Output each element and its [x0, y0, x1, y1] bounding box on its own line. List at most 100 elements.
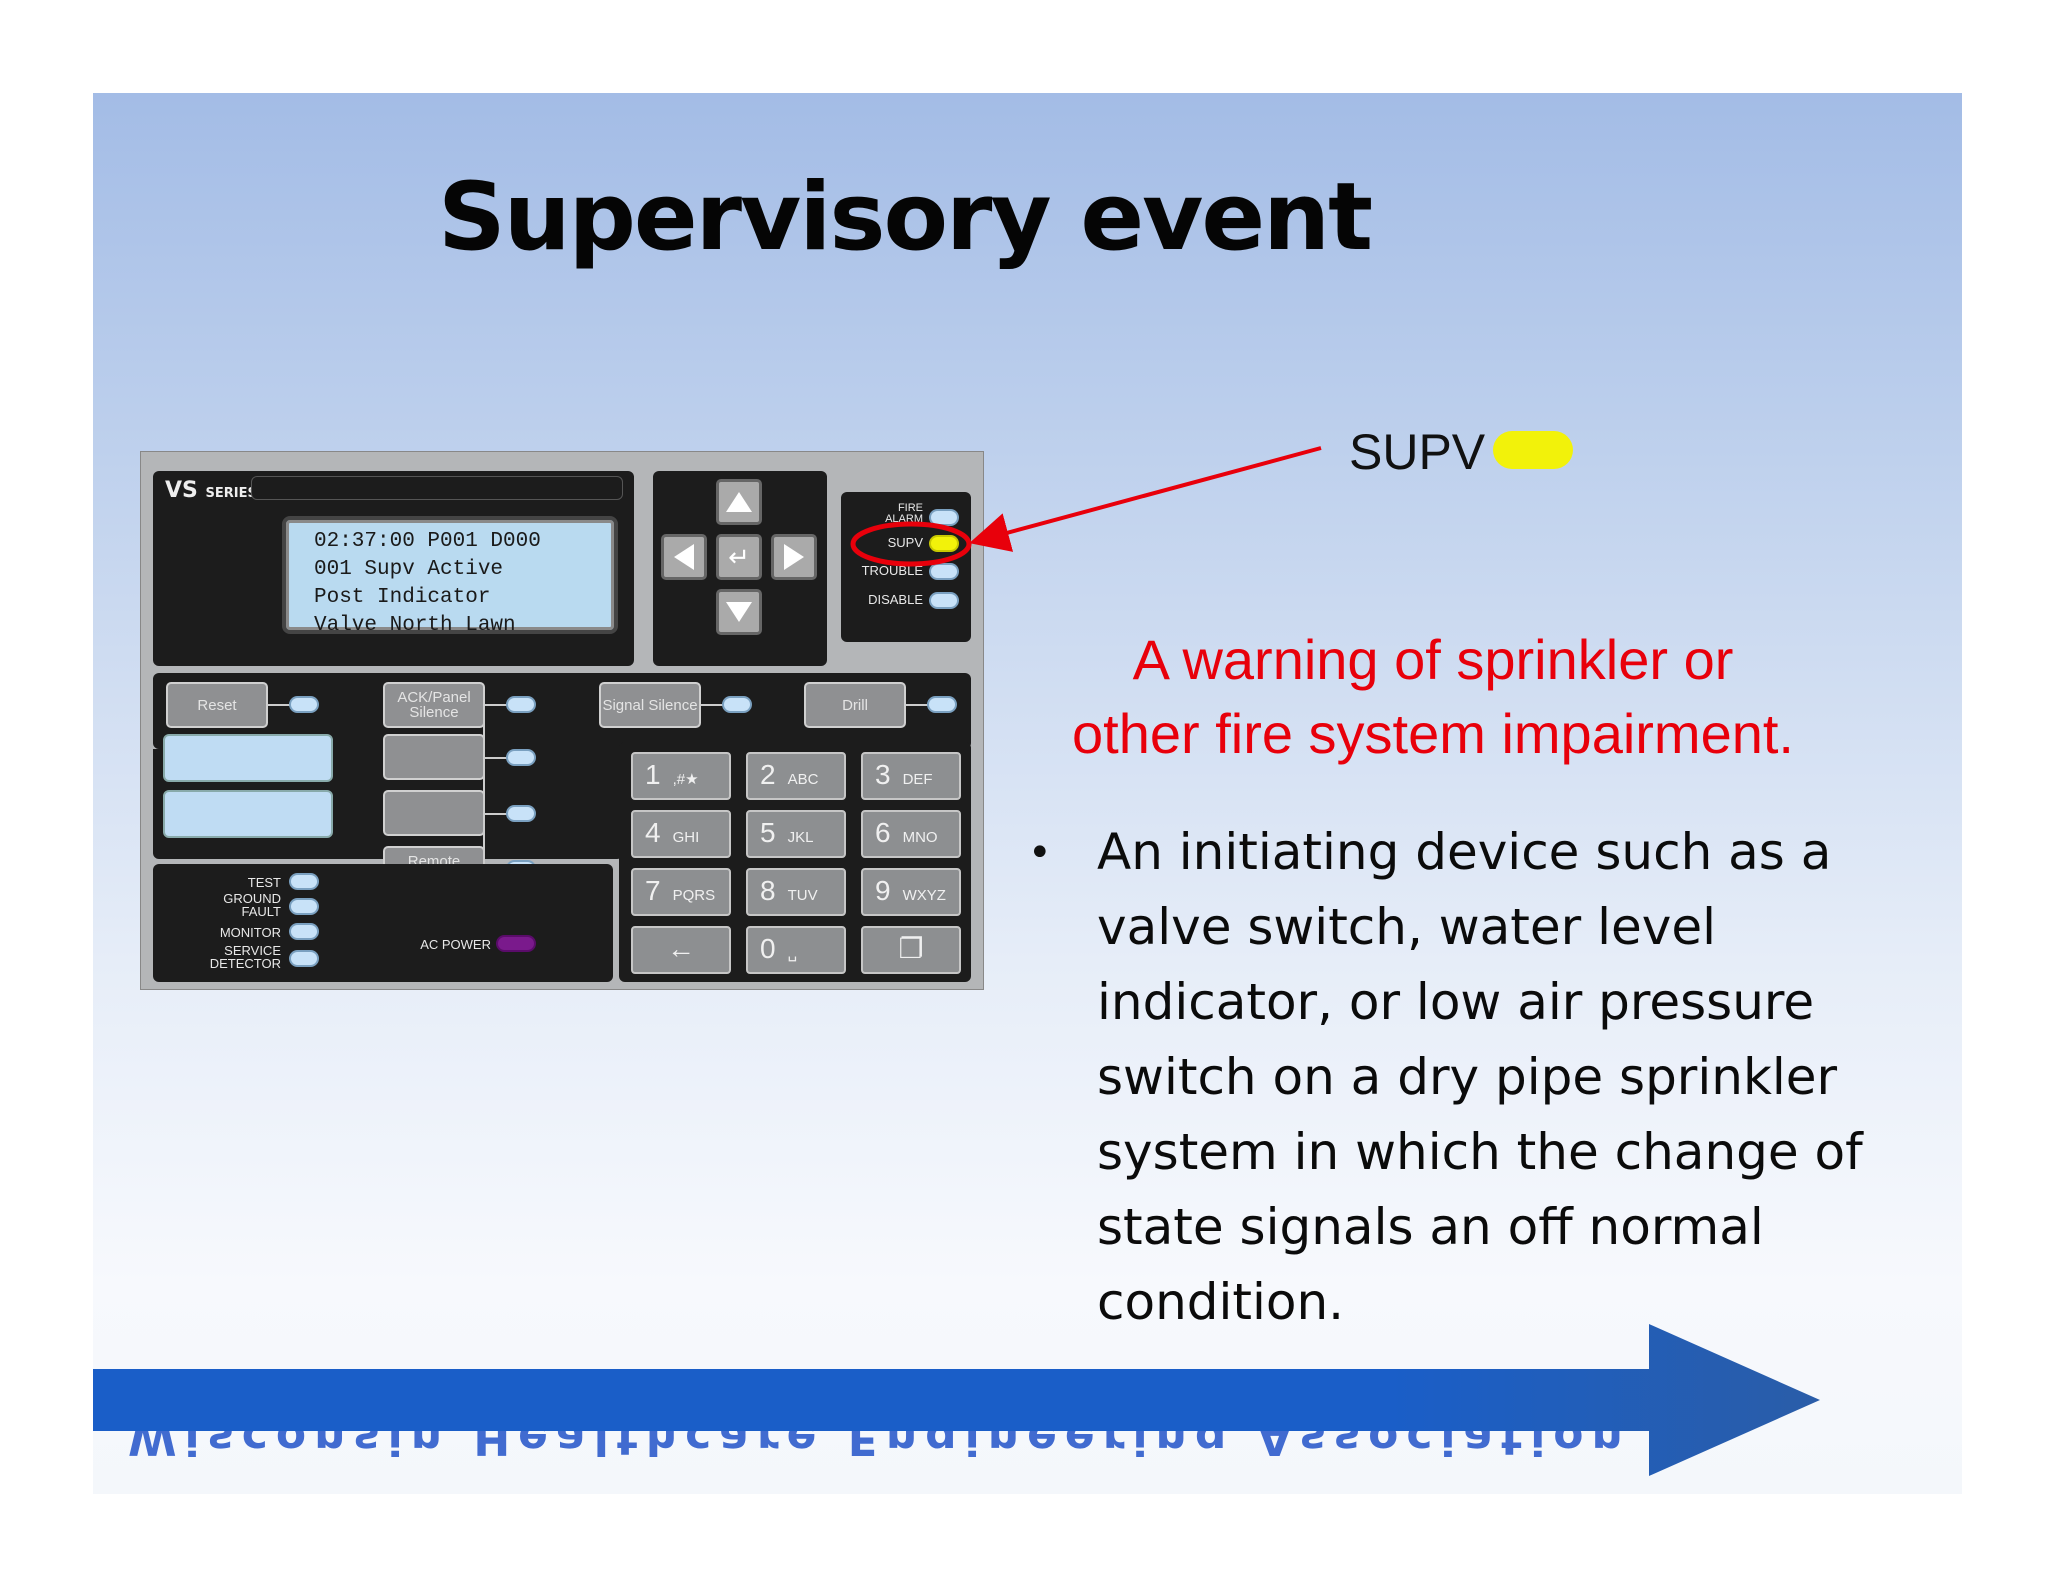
- label-window: [163, 790, 333, 838]
- panel-brand: VS SERIES: [165, 478, 257, 503]
- fire-alarm-led: [929, 509, 959, 526]
- lcd-line: 02:37:00 P001 D000: [314, 530, 541, 553]
- ground-fault-label: GROUND FAULT: [223, 891, 281, 919]
- key-digit: 4: [645, 817, 661, 848]
- monitor-label: MONITOR: [219, 925, 281, 940]
- connector: [268, 704, 290, 706]
- slide-title: Supervisory event: [438, 163, 1373, 272]
- keypad-key-8[interactable]: 8 TUV: [746, 868, 846, 916]
- key-digit: 0: [760, 933, 776, 964]
- supv-label: SUPV: [887, 535, 923, 550]
- signal-silence-led: [722, 696, 752, 713]
- label-window: [163, 734, 333, 782]
- programmable-led: [506, 749, 536, 766]
- key-digit: 9: [875, 875, 891, 906]
- ac-power-label: AC POWER: [420, 937, 491, 952]
- connector: [483, 706, 485, 870]
- warning-line: A warning of sprinkler or: [1132, 628, 1734, 691]
- key-digit: 1: [645, 759, 661, 790]
- fire-alarm-panel: VS SERIES 02:37:00 P001 D000 001 Supv Ac…: [140, 451, 984, 990]
- reset-button[interactable]: Reset: [166, 682, 268, 728]
- keypad-key-6[interactable]: 6 MNO: [861, 810, 961, 858]
- key-letters: TUV: [787, 887, 818, 904]
- warning-line: other fire system impairment.: [1072, 702, 1794, 765]
- enter-icon: ↵: [728, 542, 750, 572]
- keypad-menu-key[interactable]: ❐: [861, 926, 961, 974]
- signal-silence-button[interactable]: Signal Silence: [599, 682, 701, 728]
- keypad-key-5[interactable]: 5 JKL: [746, 810, 846, 858]
- keypad-key-1[interactable]: 1 ,#★: [631, 752, 731, 800]
- test-led: [289, 873, 319, 890]
- left-arrow-button[interactable]: [661, 534, 707, 580]
- windows-icon: ❐: [898, 933, 924, 964]
- key-letters: ,#★: [672, 771, 699, 788]
- keypad-key-2[interactable]: 2 ABC: [746, 752, 846, 800]
- drill-led: [927, 696, 957, 713]
- up-arrow-button[interactable]: [716, 479, 762, 525]
- key-digit: 6: [875, 817, 891, 848]
- status-area: [153, 864, 613, 982]
- key-letters: GHI: [672, 829, 700, 846]
- connector: [485, 704, 507, 706]
- enter-button[interactable]: ↵: [716, 534, 762, 580]
- programmable-led: [506, 805, 536, 822]
- key-letters: ABC: [787, 771, 819, 788]
- down-arrow-button[interactable]: [716, 589, 762, 635]
- connector: [485, 757, 507, 759]
- warning-text: A warning of sprinkler or other fire sys…: [1053, 623, 1813, 771]
- key-digit: 7: [645, 875, 661, 906]
- connector: [485, 813, 507, 815]
- lcd-line: Valve North Lawn: [314, 614, 516, 637]
- key-digit: 3: [875, 759, 891, 790]
- keypad-key-3[interactable]: 3 DEF: [861, 752, 961, 800]
- keypad-key-9[interactable]: 9 WXYZ: [861, 868, 961, 916]
- callout-arrow: [969, 446, 1322, 552]
- backspace-icon: ←: [667, 933, 695, 964]
- service-detector-label: SERVICE DETECTOR: [209, 943, 281, 971]
- test-label: TEST: [247, 875, 281, 890]
- brand-strip: [251, 476, 623, 500]
- programmable-button[interactable]: [383, 790, 485, 836]
- right-arrow-button[interactable]: [771, 534, 817, 580]
- keypad-key-0[interactable]: 0␣: [746, 926, 846, 974]
- connector: [701, 704, 723, 706]
- footer-arrow: [93, 1324, 1820, 1476]
- key-letters: WXYZ: [902, 887, 946, 904]
- keypad-key-4[interactable]: 4 GHI: [631, 810, 731, 858]
- ack-led: [506, 696, 536, 713]
- key-letters: PQRS: [672, 887, 716, 904]
- supv-led: [929, 535, 959, 552]
- ack-panel-silence-button[interactable]: ACK/Panel Silence: [383, 682, 485, 728]
- programmable-button[interactable]: [383, 734, 485, 780]
- ground-fault-led: [289, 898, 319, 915]
- key-digit: 2: [760, 759, 776, 790]
- connector: [906, 704, 928, 706]
- fire-alarm-label: FIRE ALARM: [885, 502, 923, 525]
- key-letters: ␣: [787, 945, 798, 962]
- key-letters: JKL: [787, 829, 814, 846]
- bullet-text: An initiating device such as a valve swi…: [1097, 823, 1863, 1331]
- key-letters: MNO: [902, 829, 938, 846]
- trouble-label: TROUBLE: [861, 563, 923, 578]
- lcd-line: 001 Supv Active: [314, 558, 504, 581]
- trouble-led: [929, 563, 959, 580]
- disable-led: [929, 592, 959, 609]
- keypad-key-7[interactable]: 7 PQRS: [631, 868, 731, 916]
- keypad-backspace-key[interactable]: ←: [631, 926, 731, 974]
- service-detector-led: [289, 950, 319, 967]
- disable-label: DISABLE: [868, 592, 923, 607]
- brand-name: VS: [165, 478, 198, 503]
- lcd-line: Post Indicator: [314, 586, 491, 609]
- slide: Supervisory event VS SERIES 02:37:00 P00…: [93, 93, 1962, 1494]
- supv-callout-led: [1493, 431, 1573, 469]
- monitor-led: [289, 923, 319, 940]
- drill-button[interactable]: Drill: [804, 682, 906, 728]
- brand-sub: SERIES: [205, 486, 257, 501]
- ac-power-led: [496, 935, 536, 952]
- key-digit: 8: [760, 875, 776, 906]
- key-digit: 5: [760, 817, 776, 848]
- supv-callout-label: SUPV: [1349, 424, 1486, 480]
- bullet-marker: •: [1028, 830, 1052, 876]
- key-letters: DEF: [902, 771, 933, 788]
- lcd-display: 02:37:00 P001 D000 001 Supv Active Post …: [282, 516, 618, 637]
